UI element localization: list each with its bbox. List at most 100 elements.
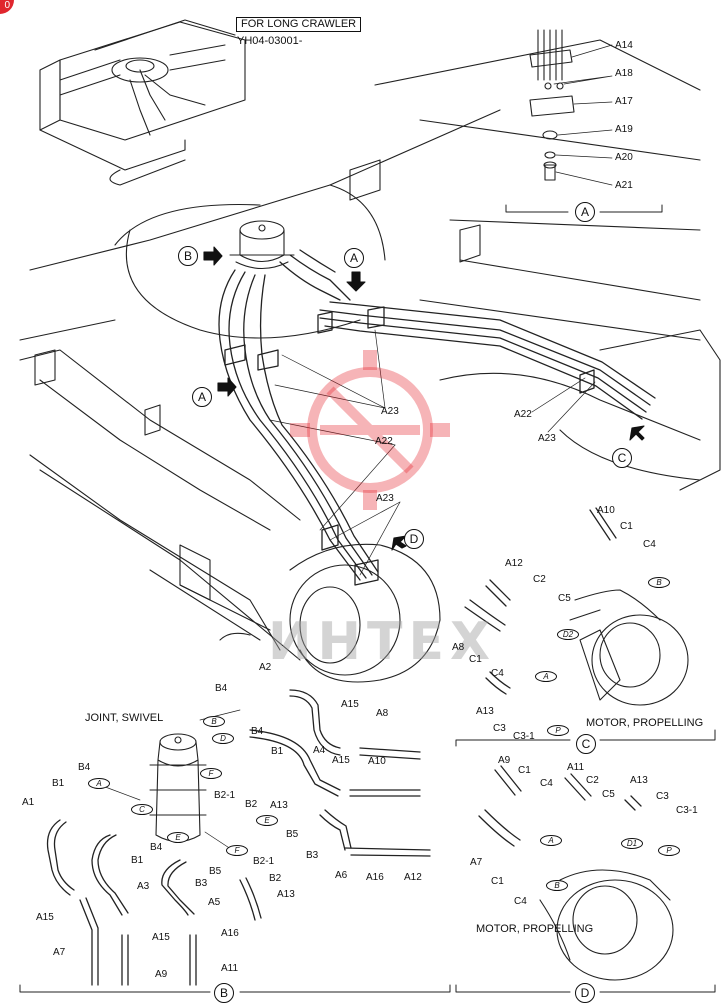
detail-b-b4-top: B4 bbox=[215, 683, 228, 694]
detail-d-a13: A13 bbox=[630, 775, 648, 786]
view-b-marker: B bbox=[178, 246, 198, 266]
detail-d-marker: D bbox=[575, 983, 595, 1003]
detail-a-marker: A bbox=[575, 202, 595, 222]
detail-b-a6: A6 bbox=[335, 870, 348, 881]
detail-c-a10: A10 bbox=[597, 505, 615, 516]
callout-a22-right: A22 bbox=[514, 409, 532, 420]
detail-d-a7: A7 bbox=[470, 857, 483, 868]
crawler-thumbnail bbox=[39, 19, 246, 186]
detail-c-c2: C2 bbox=[533, 574, 546, 585]
detail-b-a13-mid: A13 bbox=[270, 800, 288, 811]
view-d-marker: D bbox=[404, 529, 424, 549]
detail-a-artwork bbox=[505, 29, 663, 213]
logo-watermark bbox=[290, 350, 450, 510]
swivel-joint-title: JOINT, SWIVEL bbox=[85, 712, 164, 724]
detail-b-a8: A8 bbox=[376, 708, 389, 719]
detail-b-a15-left: A15 bbox=[36, 912, 54, 923]
detail-b-a3: A3 bbox=[137, 881, 150, 892]
detail-b-b5-low: B5 bbox=[209, 866, 222, 877]
detail-b-b4-mid: B4 bbox=[251, 726, 264, 737]
callout-a23-right: A23 bbox=[538, 433, 556, 444]
detail-c-port-b: B bbox=[648, 577, 670, 588]
view-a-marker-top: A bbox=[344, 248, 364, 268]
detail-a-label-a20: A20 bbox=[615, 152, 633, 163]
detail-b-b2-1-low: B2-1 bbox=[253, 856, 275, 867]
callout-a22-mid: A22 bbox=[375, 436, 393, 447]
detail-b-b3-low: B3 bbox=[195, 878, 208, 889]
detail-b-a5: A5 bbox=[208, 897, 221, 908]
detail-b-a13-low: A13 bbox=[277, 889, 295, 900]
detail-b-b2-top: B2 bbox=[245, 799, 258, 810]
long-crawler-label: FOR LONG CRAWLER bbox=[236, 17, 362, 32]
detail-d-port-p: P bbox=[658, 845, 680, 856]
detail-b-b5-right: B5 bbox=[286, 829, 299, 840]
detail-b-a11: A11 bbox=[221, 963, 239, 974]
hose-bundle-overview bbox=[218, 249, 656, 586]
detail-b-a1: A1 bbox=[22, 797, 35, 808]
detail-b-marker: B bbox=[214, 983, 234, 1003]
detail-b-b4-low: B4 bbox=[150, 842, 163, 853]
detail-d-c4-top: C4 bbox=[540, 778, 553, 789]
detail-a-label-a18: A18 bbox=[615, 68, 633, 79]
detail-b-b2-1-top: B2-1 bbox=[214, 790, 236, 801]
detail-a-label-a17: A17 bbox=[615, 96, 633, 107]
port-oval-e: E bbox=[167, 832, 189, 843]
port-oval-f2: F bbox=[226, 845, 248, 856]
detail-c-a8: A8 bbox=[452, 642, 465, 653]
port-oval-d: D bbox=[212, 733, 234, 744]
detail-d-port-d1: D1 bbox=[621, 838, 643, 849]
detail-d-port-a: A bbox=[540, 835, 562, 846]
detail-a-label-a14: A14 bbox=[615, 40, 633, 51]
detail-d-port-b: B bbox=[546, 880, 568, 891]
detail-b-a16-bottom: A16 bbox=[221, 928, 239, 939]
detail-b-a2: A2 bbox=[259, 662, 272, 673]
detail-b-a16-right: A16 bbox=[366, 872, 384, 883]
detail-b-b3-right: B3 bbox=[306, 850, 319, 861]
overview-leaders bbox=[269, 329, 596, 576]
view-c-marker: C bbox=[612, 448, 632, 468]
detail-c-title: MOTOR, PROPELLING bbox=[586, 717, 704, 729]
detail-c-port-a: A bbox=[535, 671, 557, 682]
detail-d-c4-low: C4 bbox=[514, 896, 527, 907]
port-oval-c: C bbox=[131, 804, 153, 815]
detail-b-a9: A9 bbox=[155, 969, 168, 980]
detail-a-label-a21: A21 bbox=[615, 180, 633, 191]
swivel-joint-overview bbox=[229, 220, 295, 270]
frame-outline bbox=[19, 39, 721, 683]
detail-d-c1-top: C1 bbox=[518, 765, 531, 776]
detail-d-c1-low: C1 bbox=[491, 876, 504, 887]
detail-d-c3-1: C3-1 bbox=[676, 805, 698, 816]
serial-number-label: YH04-03001- bbox=[237, 35, 303, 47]
detail-c-c5: C5 bbox=[558, 593, 571, 604]
detail-d-a11: A11 bbox=[567, 762, 585, 773]
detail-d-c5: C5 bbox=[602, 789, 615, 800]
view-a-marker-left: A bbox=[192, 387, 212, 407]
detail-d-artwork bbox=[455, 765, 716, 993]
detail-c-c4-mid: C4 bbox=[491, 668, 504, 679]
detail-b-b1-mid: B1 bbox=[271, 746, 284, 757]
detail-b-a4: A4 bbox=[313, 745, 326, 756]
detail-c-c3-1: C3-1 bbox=[513, 731, 535, 742]
detail-c-c1-mid: C1 bbox=[469, 654, 482, 665]
detail-c-artwork bbox=[455, 507, 716, 747]
detail-b-b1-left: B1 bbox=[52, 778, 65, 789]
callout-a23-lower: A23 bbox=[376, 493, 394, 504]
detail-c-port-d2: D2 bbox=[557, 629, 579, 640]
detail-b-a7: A7 bbox=[53, 947, 66, 958]
detail-c-c4-top: C4 bbox=[643, 539, 656, 550]
detail-a-label-a19: A19 bbox=[615, 124, 633, 135]
detail-c-marker: C bbox=[576, 734, 596, 754]
detail-b-b4-left: B4 bbox=[78, 762, 91, 773]
detail-d-c2: C2 bbox=[586, 775, 599, 786]
detail-b-a10: A10 bbox=[368, 756, 386, 767]
detail-b-b1-low: B1 bbox=[131, 855, 144, 866]
port-oval-b: B bbox=[203, 716, 225, 727]
detail-d-title: MOTOR, PROPELLING bbox=[476, 923, 594, 935]
port-oval-e2: E bbox=[256, 815, 278, 826]
detail-c-a12: A12 bbox=[505, 558, 523, 569]
detail-c-c1-top: C1 bbox=[620, 521, 633, 532]
detail-d-c3: C3 bbox=[656, 791, 669, 802]
detail-b-a15-bottom: A15 bbox=[152, 932, 170, 943]
intex-watermark: ИНТЕХ bbox=[268, 612, 497, 672]
